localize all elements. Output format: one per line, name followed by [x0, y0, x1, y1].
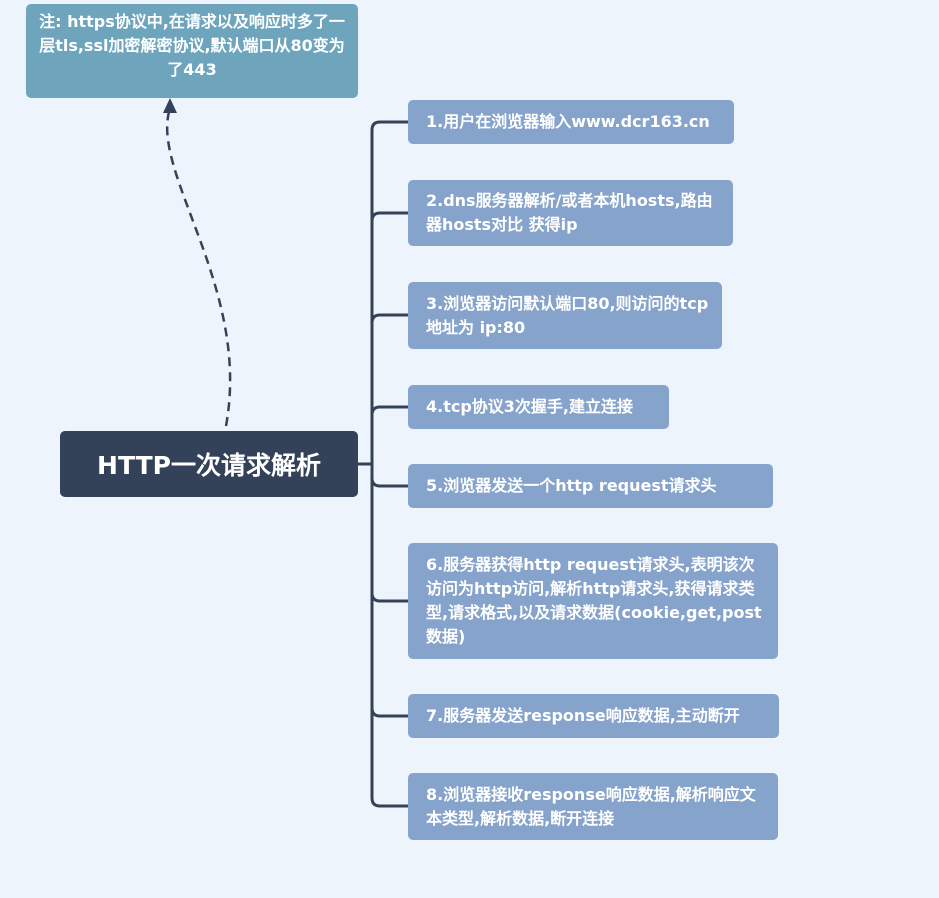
step-8-text: 8.浏览器接收response响应数据,解析响应文本类型,解析数据,断开连接: [426, 784, 756, 828]
step-6-node: 6.服务器获得http request请求头,表明该次访问为http访问,解析h…: [408, 543, 778, 659]
root-topic: HTTP一次请求解析: [60, 431, 358, 497]
step-2-node: 2.dns服务器解析/或者本机hosts,路由器hosts对比 获得ip: [408, 180, 733, 246]
https-note-text: 注: https协议中,在请求以及响应时多了一层tls,ssl加密解密协议,默认…: [39, 12, 345, 79]
step-3-node: 3.浏览器访问默认端口80,则访问的tcp地址为 ip:80: [408, 282, 722, 349]
branch-step-3: [370, 313, 408, 324]
branch-step-4: [370, 405, 408, 416]
note-relation-arrowhead: [163, 98, 177, 113]
step-2-text: 2.dns服务器解析/或者本机hosts,路由器hosts对比 获得ip: [426, 191, 713, 234]
step-4-node: 4.tcp协议3次握手,建立连接: [408, 385, 669, 429]
branch-step-6: [370, 592, 408, 603]
step-6-text: 6.服务器获得http request请求头,表明该次访问为http访问,解析h…: [426, 555, 762, 646]
branch-step-5: [370, 477, 408, 488]
note-relation-dashed-curve: [165, 107, 232, 427]
step-1-text: 1.用户在浏览器输入www.dcr163.cn: [426, 112, 710, 131]
step-1-node: 1.用户在浏览器输入www.dcr163.cn: [408, 100, 734, 144]
step-7-node: 7.服务器发送response响应数据,主动断开: [408, 694, 779, 738]
root-topic-title: HTTP一次请求解析: [97, 451, 321, 480]
step-5-node: 5.浏览器发送一个http request请求头: [408, 464, 773, 508]
step-7-text: 7.服务器发送response响应数据,主动断开: [426, 706, 740, 725]
step-3-text: 3.浏览器访问默认端口80,则访问的tcp地址为 ip:80: [426, 293, 709, 337]
step-5-text: 5.浏览器发送一个http request请求头: [426, 476, 717, 495]
step-8-node: 8.浏览器接收response响应数据,解析响应文本类型,解析数据,断开连接: [408, 773, 778, 840]
step-4-text: 4.tcp协议3次握手,建立连接: [426, 397, 634, 416]
branch-step-7: [370, 707, 408, 718]
spine-connector: [370, 120, 408, 808]
branch-step-2: [370, 211, 408, 222]
https-note-box: 注: https协议中,在请求以及响应时多了一层tls,ssl加密解密协议,默认…: [26, 4, 358, 98]
